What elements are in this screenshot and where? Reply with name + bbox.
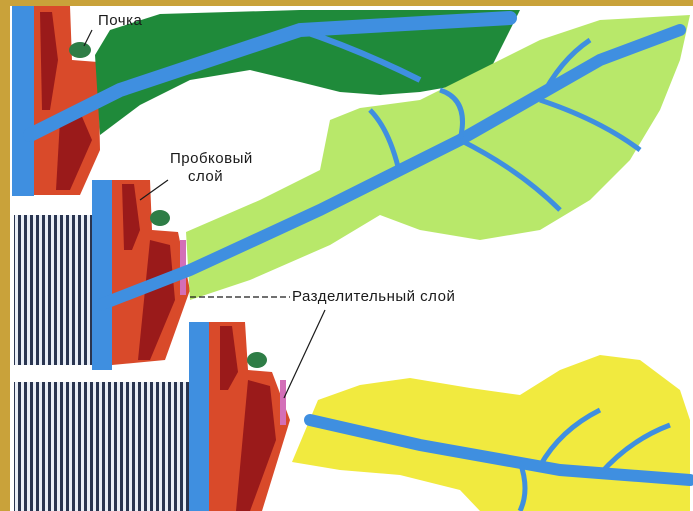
middle-bud-icon — [150, 210, 170, 226]
top-bud-icon — [69, 42, 91, 58]
label-cork-line1: Пробковый — [170, 150, 253, 167]
label-cork-line2: слой — [188, 168, 223, 185]
label-bud: Почка — [98, 12, 142, 29]
bottom-wood — [14, 382, 189, 511]
middle-stem-blue — [92, 180, 112, 370]
bottom-bud-icon — [247, 352, 267, 368]
bottom-stem-blue — [189, 322, 209, 511]
middle-wood — [14, 215, 92, 365]
top-stem-blue — [12, 6, 34, 196]
bottom-cork-layer — [280, 380, 286, 425]
label-separation: Разделительный слой — [292, 288, 455, 305]
